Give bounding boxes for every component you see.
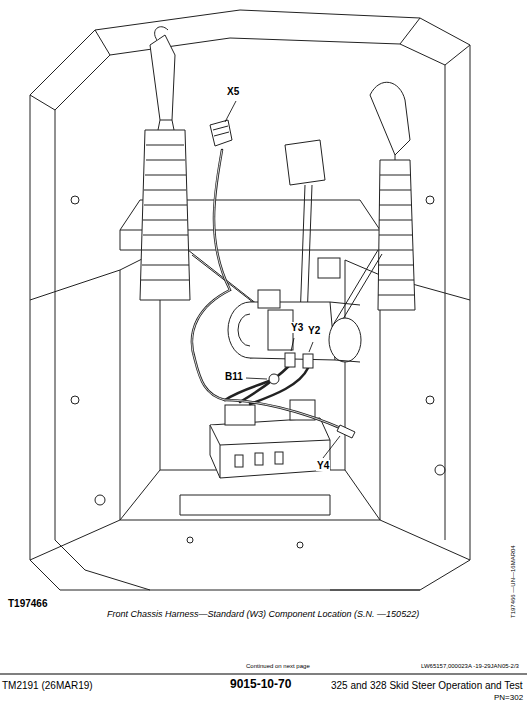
harness-w3	[192, 150, 345, 430]
footer-rule	[0, 674, 527, 675]
floor-plate	[85, 470, 420, 590]
solenoid-y3	[285, 353, 295, 367]
floor-cutout	[180, 495, 330, 515]
manual-title: 325 and 328 Skid Steer Operation and Tes…	[331, 680, 523, 691]
side-wall	[380, 275, 470, 560]
callout-label: Y2	[307, 325, 321, 336]
leader-line	[225, 101, 340, 458]
callout-label: Y3	[290, 322, 304, 333]
harness-core	[192, 150, 345, 430]
frame-outline	[30, 10, 470, 590]
sensor-b11	[269, 374, 279, 384]
callout-label: X5	[226, 86, 240, 97]
mount-block	[258, 290, 280, 308]
left-control-lever	[140, 27, 190, 300]
control-valve	[210, 400, 330, 478]
mount-block	[318, 258, 340, 278]
right-control-lever	[370, 82, 415, 310]
figure-id: T197466 —UN—16MAR04	[510, 545, 517, 618]
figure-number: T197466	[8, 598, 47, 609]
document-code: LW65157,000023A -19-29JAN05-2/3	[421, 663, 519, 670]
figure-caption: Front Chassis Harness—Standard (W3) Comp…	[107, 610, 419, 620]
callout-label: B11	[224, 371, 244, 382]
page-code: PN=302	[494, 694, 523, 703]
manual-number: TM2191 (26MAR19)	[2, 680, 93, 691]
side-wall	[345, 260, 380, 520]
pedal-bracket	[285, 140, 325, 185]
frame-inner	[55, 38, 445, 540]
continued-note: Continued on next page	[246, 663, 310, 670]
solenoid-y2	[303, 354, 313, 368]
frame-inner	[55, 110, 85, 570]
side-wall	[30, 270, 120, 560]
connector-x5	[210, 120, 232, 146]
lever-boot	[378, 160, 415, 310]
connector	[210, 120, 355, 438]
frame-outline	[30, 95, 150, 590]
chassis-frame	[30, 10, 470, 590]
hydraulic-pump	[228, 258, 361, 362]
lever-boot	[140, 130, 190, 300]
callout-label: Y4	[316, 460, 330, 471]
page-number: 9015-10-70	[230, 678, 291, 691]
valve-port	[225, 405, 255, 425]
